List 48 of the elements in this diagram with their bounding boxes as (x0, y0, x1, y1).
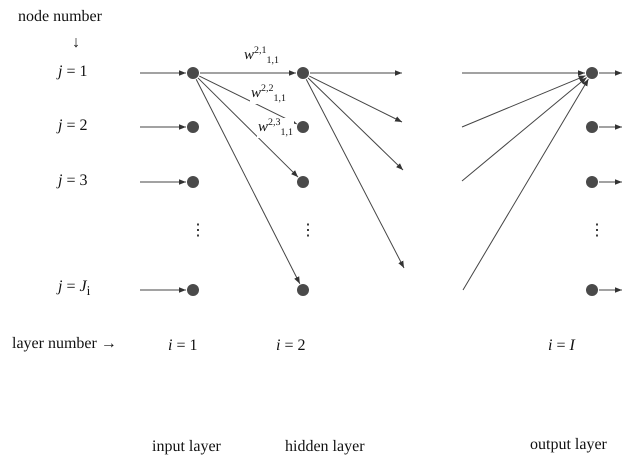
layer-caption: hidden layer (285, 438, 365, 456)
arrow (598, 70, 622, 76)
neuron-dot (297, 121, 309, 133)
ellipsis-mark: ⋮ (589, 222, 605, 240)
layer-label: i = I (548, 337, 575, 355)
arrow (140, 287, 186, 293)
neuron-dot (187, 121, 199, 133)
axis-caption: node number (18, 8, 102, 26)
arrow (598, 287, 622, 293)
arrow (598, 124, 622, 130)
arrow (140, 70, 186, 76)
neuron-dot (586, 121, 598, 133)
arrow (198, 76, 298, 124)
neuron-dot (297, 284, 309, 296)
arrow (306, 78, 404, 268)
arrow (140, 179, 186, 185)
layer-caption: output layer (530, 436, 607, 454)
row-label: j = 2 (58, 117, 88, 135)
arrow (462, 70, 586, 76)
neuron-dot (187, 67, 199, 79)
neuron-dot (187, 176, 199, 188)
ellipsis-mark: ⋮ (190, 222, 206, 240)
arrow (462, 78, 589, 290)
ellipsis-mark: ⋮ (300, 222, 316, 240)
arrow (197, 77, 299, 178)
layer-caption: input layer (152, 438, 221, 456)
neuron-dot (297, 176, 309, 188)
arrow (196, 78, 300, 284)
layer-label: i = 2 (276, 337, 306, 355)
arrow (310, 70, 402, 76)
axis-caption: layer number → (12, 335, 117, 353)
row-label: j = J$_{i}$ (58, 278, 90, 299)
neuron-dot (297, 67, 309, 79)
arrow (598, 179, 622, 185)
arrow (308, 76, 402, 122)
neuron-dot (187, 284, 199, 296)
arrow (462, 76, 588, 182)
neuron-dot (586, 176, 598, 188)
arrow (140, 124, 186, 130)
direction-arrow: ↓ (72, 34, 80, 52)
neuron-dot (586, 284, 598, 296)
arrow (308, 77, 404, 170)
row-label: j = 1 (58, 63, 88, 81)
neuron-dot (586, 67, 598, 79)
row-label: j = 3 (58, 172, 88, 190)
layer-label: i = 1 (168, 337, 198, 355)
arrow (462, 75, 586, 128)
arrow (200, 70, 296, 76)
